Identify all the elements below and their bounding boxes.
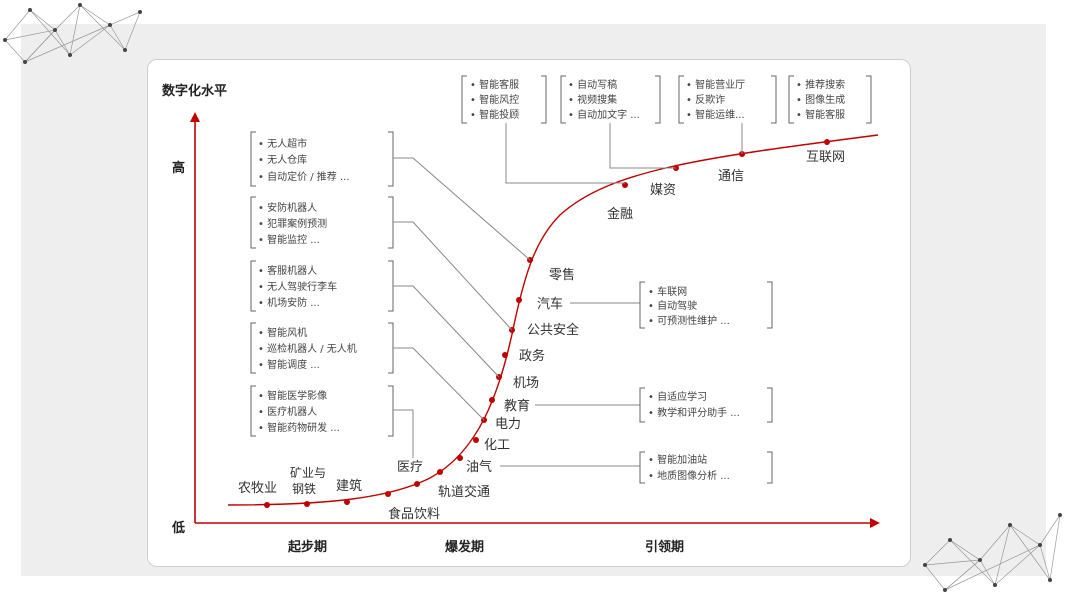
curve-point-food-beverage	[385, 491, 391, 497]
curve-point-automotive	[516, 297, 522, 303]
svg-text:• 无人超市: • 无人超市	[258, 137, 307, 150]
curve-point-education	[489, 397, 495, 403]
left-box-public-safety: • 安防机器人 • 犯罪案例预测 • 智能监控 ...	[250, 196, 513, 331]
industry-label: 教育	[504, 398, 530, 414]
phase-label-start: 起步期	[287, 539, 327, 555]
svg-text:• 视频搜集: • 视频搜集	[568, 93, 617, 106]
industry-label: 通信	[718, 169, 744, 184]
curve-point-rail-transit	[437, 469, 443, 475]
industry-label: 媒资	[650, 183, 676, 198]
y-axis-title: 数字化水平	[162, 83, 227, 99]
svg-text:• 犯罪案例预测: • 犯罪案例预测	[258, 217, 327, 230]
y-axis-low-label: 低	[171, 520, 185, 536]
industry-label: 化工	[484, 438, 510, 453]
svg-text:• 自动加文字 ...: • 自动加文字 ...	[568, 108, 640, 121]
left-box-airport: • 客服机器人 • 无人驾驶行李车 • 机场安防 ...	[250, 260, 500, 378]
svg-text:• 智能加油站: • 智能加油站	[648, 453, 707, 466]
svg-text:• 智能风机: • 智能风机	[258, 326, 307, 339]
industry-label: 零售	[549, 267, 575, 283]
industry-label: 公共安全	[527, 322, 579, 338]
svg-text:• 医疗机器人: • 医疗机器人	[258, 405, 317, 418]
industry-label: 电力	[495, 417, 521, 432]
svg-text:• 智能营业厅: • 智能营业厅	[686, 78, 745, 91]
svg-text:• 智能客服: • 智能客服	[470, 78, 519, 91]
left-box-power: • 智能风机 • 巡检机器人 / 无人机 • 智能调度 ...	[250, 322, 485, 421]
svg-text:• 车联网: • 车联网	[648, 285, 687, 298]
right-box-education: • 自适应学习 • 教学和评分助手 ...	[535, 387, 773, 423]
svg-text:• 智能药物研发 ...: • 智能药物研发 ...	[258, 421, 340, 434]
right-box-oil-gas: • 智能加油站 • 地质图像分析 ...	[500, 451, 773, 484]
industry-label: 钢铁	[292, 482, 316, 496]
svg-text:• 智能运维...: • 智能运维...	[686, 108, 745, 121]
svg-text:• 反欺诈: • 反欺诈	[686, 93, 725, 106]
industry-label: 金融	[607, 206, 633, 222]
svg-text:• 自适应学习: • 自适应学习	[648, 390, 707, 403]
svg-text:• 机场安防 ...: • 机场安防 ...	[258, 296, 320, 309]
left-box-healthcare: • 智能医学影像 • 医疗机器人 • 智能药物研发 ...	[250, 385, 414, 458]
svg-text:• 智能风控: • 智能风控	[470, 93, 519, 106]
svg-text:• 巡检机器人 / 无人机: • 巡检机器人 / 无人机	[258, 342, 357, 355]
curve-point-agriculture	[264, 502, 270, 508]
industry-label: 建筑	[336, 478, 362, 494]
industry-label: 食品饮料	[388, 506, 440, 522]
s-curve-line	[227, 134, 879, 506]
y-axis-arrow	[190, 112, 200, 122]
curve-point-oil-gas	[457, 455, 463, 461]
curve-point-construction	[344, 499, 350, 505]
svg-text:• 智能客服: • 智能客服	[796, 108, 845, 121]
svg-text:• 无人仓库: • 无人仓库	[258, 153, 307, 166]
svg-text:• 推荐搜索: • 推荐搜索	[796, 78, 845, 91]
phase-label-lead: 引领期	[645, 539, 684, 555]
svg-text:• 智能监控 ...: • 智能监控 ...	[258, 233, 320, 246]
industry-label: 轨道交通	[438, 484, 490, 500]
svg-text:• 自动写稿: • 自动写稿	[568, 78, 617, 91]
svg-text:• 可预测性维护 ...: • 可预测性维护 ...	[648, 314, 730, 327]
industry-label: 汽车	[537, 296, 563, 312]
left-box-retail: • 无人超市 • 无人仓库 • 自动定价 / 推荐 ...	[250, 131, 531, 261]
diagram-card	[147, 59, 911, 567]
svg-text:• 智能调度 ...: • 智能调度 ...	[258, 358, 320, 371]
top-box-media: • 自动写稿 • 视频搜集 • 自动加文字 ...	[560, 75, 676, 169]
svg-text:• 智能投顾: • 智能投顾	[470, 108, 519, 121]
curve-point-government	[502, 352, 508, 358]
network-decoration-top-left	[3, 3, 142, 64]
svg-text:• 图像生成: • 图像生成	[796, 93, 845, 106]
industry-label: 政务	[519, 348, 545, 364]
top-box-internet: • 推荐搜索 • 图像生成 • 智能客服	[788, 75, 872, 124]
top-box-telecom: • 智能营业厅 • 反欺诈 • 智能运维...	[678, 75, 777, 154]
svg-text:• 无人驾驶行李车: • 无人驾驶行李车	[258, 280, 337, 293]
network-decoration-bottom-right	[923, 513, 1062, 592]
phase-label-burst: 爆发期	[445, 539, 484, 555]
curve-point-internet	[824, 139, 830, 145]
top-box-finance: • 智能客服 • 智能风控 • 智能投顾	[461, 75, 625, 184]
curve-point-mining-steel	[304, 501, 310, 507]
industry-label: 农牧业	[238, 481, 277, 496]
right-box-automotive: • 车联网 • 自动驾驶 • 可预测性维护 ...	[570, 281, 773, 329]
svg-text:• 地质图像分析 ...: • 地质图像分析 ...	[648, 469, 730, 482]
svg-text:• 教学和评分助手 ...: • 教学和评分助手 ...	[648, 406, 740, 419]
industry-label: 油气	[466, 459, 492, 475]
curve-point-chemical	[473, 437, 479, 443]
svg-text:• 自动驾驶: • 自动驾驶	[648, 299, 697, 312]
svg-text:• 自动定价 / 推荐 ...: • 自动定价 / 推荐 ...	[258, 170, 350, 183]
industry-label: 矿业与	[290, 466, 326, 480]
svg-text:• 客服机器人: • 客服机器人	[258, 264, 317, 277]
industry-label: 医疗	[397, 460, 423, 475]
y-axis-high-label: 高	[172, 160, 185, 176]
svg-text:• 智能医学影像: • 智能医学影像	[258, 389, 327, 402]
industry-label: 互联网	[806, 150, 845, 165]
curve-point-healthcare	[414, 481, 420, 487]
x-axis-arrow	[870, 518, 880, 528]
svg-text:• 安防机器人: • 安防机器人	[258, 201, 317, 214]
industry-label: 机场	[513, 376, 539, 391]
